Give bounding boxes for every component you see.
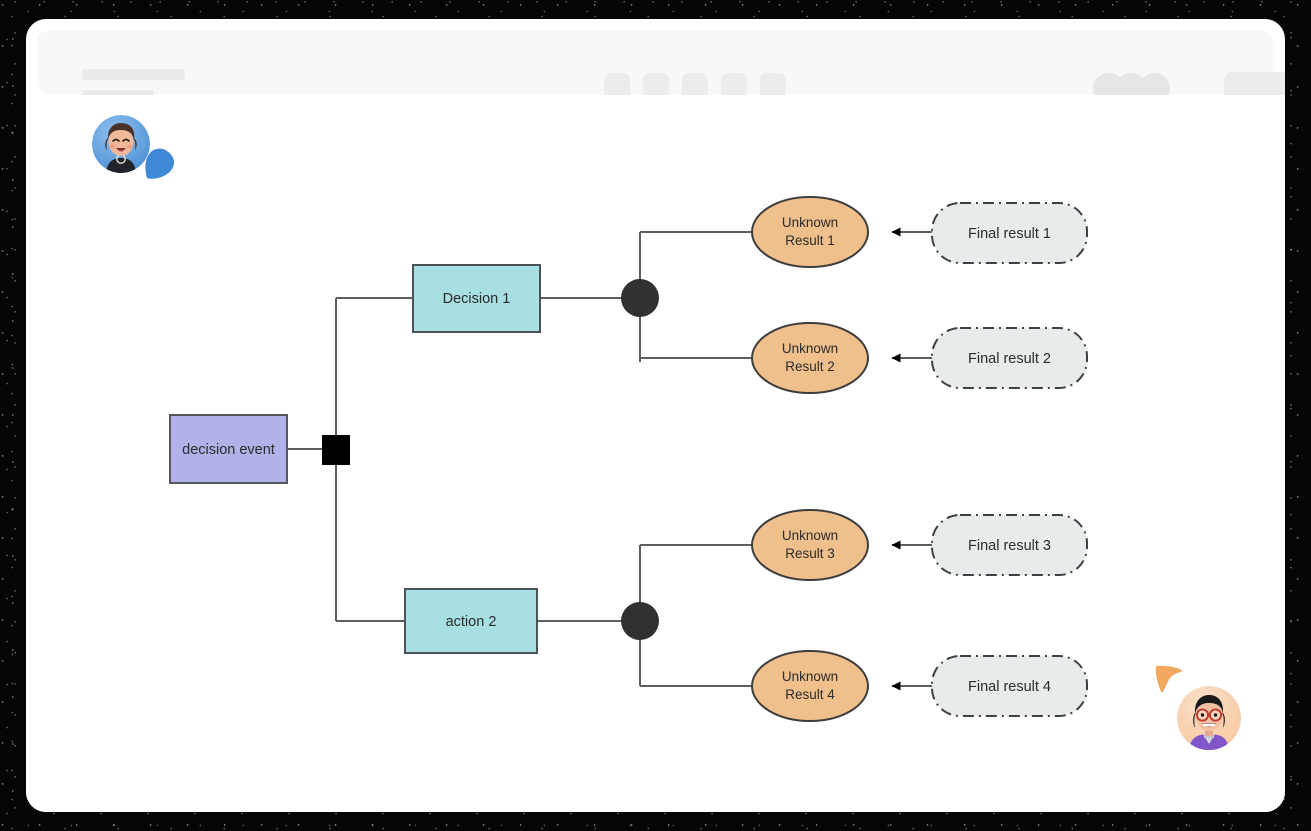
final-result-2-shape[interactable]	[931, 327, 1088, 389]
action-2-shape[interactable]	[404, 588, 538, 654]
action-2-label: action 2	[446, 614, 497, 630]
node-decision-event[interactable]: decision event	[169, 414, 288, 484]
node-final-result-4[interactable]: Final result 4	[931, 655, 1088, 717]
node-decision-1[interactable]: Decision 1	[412, 264, 541, 333]
fork-bar-shape[interactable]	[322, 435, 350, 465]
node-action-2[interactable]: action 2	[404, 588, 538, 654]
avatar	[1177, 686, 1241, 750]
diagram-canvas[interactable]: decision event Decision 1 Unknown Result…	[26, 95, 1285, 812]
final-result-4-label: Final result 4	[968, 679, 1051, 695]
decision-1-shape[interactable]	[412, 264, 541, 333]
final-result-1-shape[interactable]	[931, 202, 1088, 264]
node-unknown-result-1[interactable]: Unknown Result 1	[751, 196, 869, 268]
node-merge-2[interactable]	[621, 602, 659, 640]
node-final-result-2[interactable]: Final result 2	[931, 327, 1088, 389]
node-unknown-result-2[interactable]: Unknown Result 2	[751, 322, 869, 394]
decision-event-label: decision event	[182, 442, 275, 458]
unknown-result-2-label-line2: Result 2	[785, 359, 835, 374]
unknown-result-3-label-line2: Result 3	[785, 546, 835, 561]
node-unknown-result-3[interactable]: Unknown Result 3	[751, 509, 869, 581]
final-result-3-label: Final result 3	[968, 538, 1051, 554]
merge-2-shape[interactable]	[621, 602, 659, 640]
unknown-result-1-label-line2: Result 1	[785, 233, 835, 248]
final-result-4-shape[interactable]	[931, 655, 1088, 717]
node-merge-1[interactable]	[621, 279, 659, 317]
node-final-result-1[interactable]: Final result 1	[931, 202, 1088, 264]
app-window: decision event Decision 1 Unknown Result…	[26, 19, 1285, 812]
node-final-result-3[interactable]: Final result 3	[931, 514, 1088, 576]
unknown-result-2-shape[interactable]	[751, 322, 869, 394]
avatar	[92, 115, 150, 173]
unknown-result-3-shape[interactable]	[751, 509, 869, 581]
decision-1-label: Decision 1	[443, 291, 511, 307]
node-fork-bar[interactable]	[322, 435, 350, 465]
cursor-pointer-icon	[145, 148, 175, 179]
unknown-result-3-label-line1: Unknown	[782, 528, 838, 543]
decision-event-shape[interactable]	[169, 414, 288, 484]
unknown-result-4-label-line2: Result 4	[785, 687, 835, 702]
activity-diagram: decision event Decision 1 Unknown Result…	[169, 196, 1088, 722]
merge-1-shape[interactable]	[621, 279, 659, 317]
cursor-pointer-icon	[1155, 665, 1183, 693]
final-result-3-shape[interactable]	[931, 514, 1088, 576]
title-placeholder-primary	[82, 69, 185, 80]
unknown-result-2-label-line1: Unknown	[782, 341, 838, 356]
unknown-result-1-shape[interactable]	[751, 196, 869, 268]
unknown-result-4-shape[interactable]	[751, 650, 869, 722]
app-toolbar	[38, 31, 1285, 104]
unknown-result-4-label-line1: Unknown	[782, 669, 838, 684]
final-result-1-label: Final result 1	[968, 226, 1051, 242]
unknown-result-1-label-line1: Unknown	[782, 215, 838, 230]
final-result-2-label: Final result 2	[968, 351, 1051, 367]
edge-layer	[287, 227, 932, 691]
node-unknown-result-4[interactable]: Unknown Result 4	[751, 650, 869, 722]
